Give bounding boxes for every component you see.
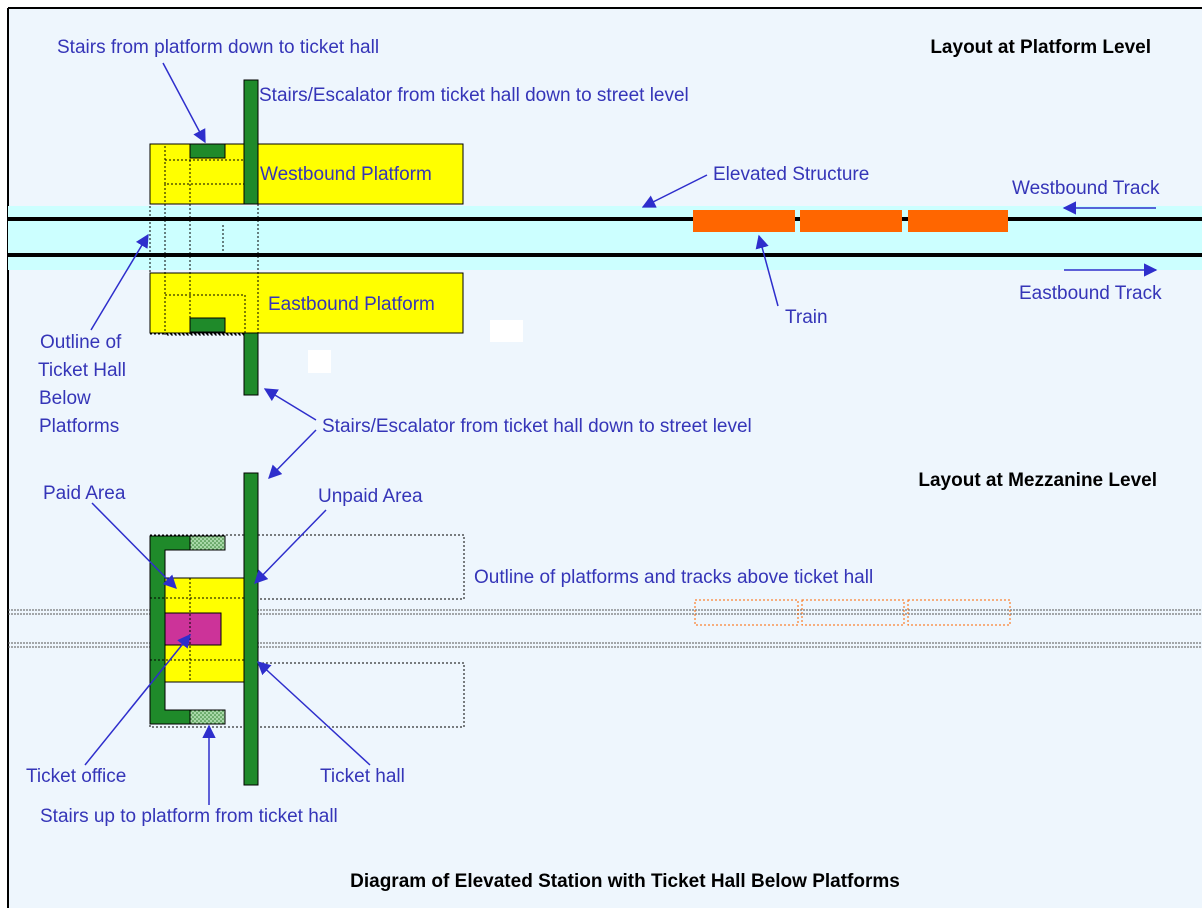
train-car-1 bbox=[693, 210, 795, 232]
white-marker-2 bbox=[308, 350, 331, 373]
label-outline-line-1: Outline of bbox=[40, 332, 122, 353]
ticket-office bbox=[164, 612, 222, 646]
diagram-caption: Diagram of Elevated Station with Ticket … bbox=[350, 871, 900, 892]
label-unpaid-area: Unpaid Area bbox=[318, 486, 423, 507]
arrow-ticket-office bbox=[84, 633, 191, 766]
train-outline bbox=[694, 599, 1011, 626]
label-outline-line-3: Below bbox=[39, 388, 91, 409]
ticket-hall-grid bbox=[150, 578, 258, 682]
label-outline-line-4: Platforms bbox=[39, 416, 119, 437]
arrow-unpaid-area bbox=[254, 509, 327, 584]
label-stairs-escalator-middle: Stairs/Escalator from ticket hall down t… bbox=[322, 416, 752, 437]
stairs-up-hatch-bottom bbox=[189, 709, 226, 725]
train-car-2 bbox=[800, 210, 902, 232]
escalator-bottom bbox=[243, 332, 259, 396]
label-stairs-up: Stairs up to platform from ticket hall bbox=[40, 806, 338, 827]
arrow-ticket-hall bbox=[257, 661, 371, 766]
arrow-stairs-platform bbox=[162, 62, 206, 144]
label-outline-line-2: Ticket Hall bbox=[38, 360, 126, 381]
stairs-platform-eastbound bbox=[189, 317, 226, 333]
arrow-escalator-up bbox=[263, 388, 317, 421]
label-elevated-structure: Elevated Structure bbox=[713, 164, 869, 185]
platform-arrows bbox=[90, 62, 1158, 479]
heading-mezzanine-level: Layout at Mezzanine Level bbox=[918, 470, 1157, 491]
arrow-train bbox=[755, 234, 779, 307]
arrow-escalator-down bbox=[268, 429, 317, 479]
label-outline-platforms-tracks: Outline of platforms and tracks above ti… bbox=[474, 567, 873, 588]
label-train: Train bbox=[785, 307, 828, 328]
train-car-3 bbox=[908, 210, 1008, 232]
background bbox=[8, 8, 1202, 908]
arrow-outline-ticket-hall bbox=[90, 233, 149, 331]
label-westbound-track: Westbound Track bbox=[1012, 178, 1160, 199]
label-ticket-office: Ticket office bbox=[26, 766, 126, 787]
train bbox=[693, 210, 1008, 232]
eastbound-platform-label: Eastbound Platform bbox=[268, 294, 435, 315]
stairs-platform-westbound bbox=[189, 143, 226, 159]
westbound-platform-label: Westbound Platform bbox=[260, 164, 432, 185]
elevated-structure-band bbox=[8, 206, 1202, 270]
white-marker-1 bbox=[490, 320, 523, 342]
arrow-elevated-structure bbox=[641, 174, 708, 208]
label-ticket-hall: Ticket hall bbox=[320, 766, 405, 787]
label-paid-area: Paid Area bbox=[43, 483, 126, 504]
label-stairs-platform-to-ticket-hall: Stairs from platform down to ticket hall bbox=[57, 37, 379, 58]
label-eastbound-track: Eastbound Track bbox=[1019, 283, 1162, 304]
arrow-paid-area bbox=[91, 502, 177, 589]
label-stairs-escalator-top: Stairs/Escalator from ticket hall down t… bbox=[259, 85, 689, 106]
mezzanine-arrows bbox=[84, 502, 371, 805]
heading-platform-level: Layout at Platform Level bbox=[930, 37, 1151, 58]
stairs-up-hatch-top bbox=[189, 535, 226, 551]
escalator-mezzanine bbox=[243, 472, 259, 786]
escalator-top bbox=[243, 79, 259, 205]
